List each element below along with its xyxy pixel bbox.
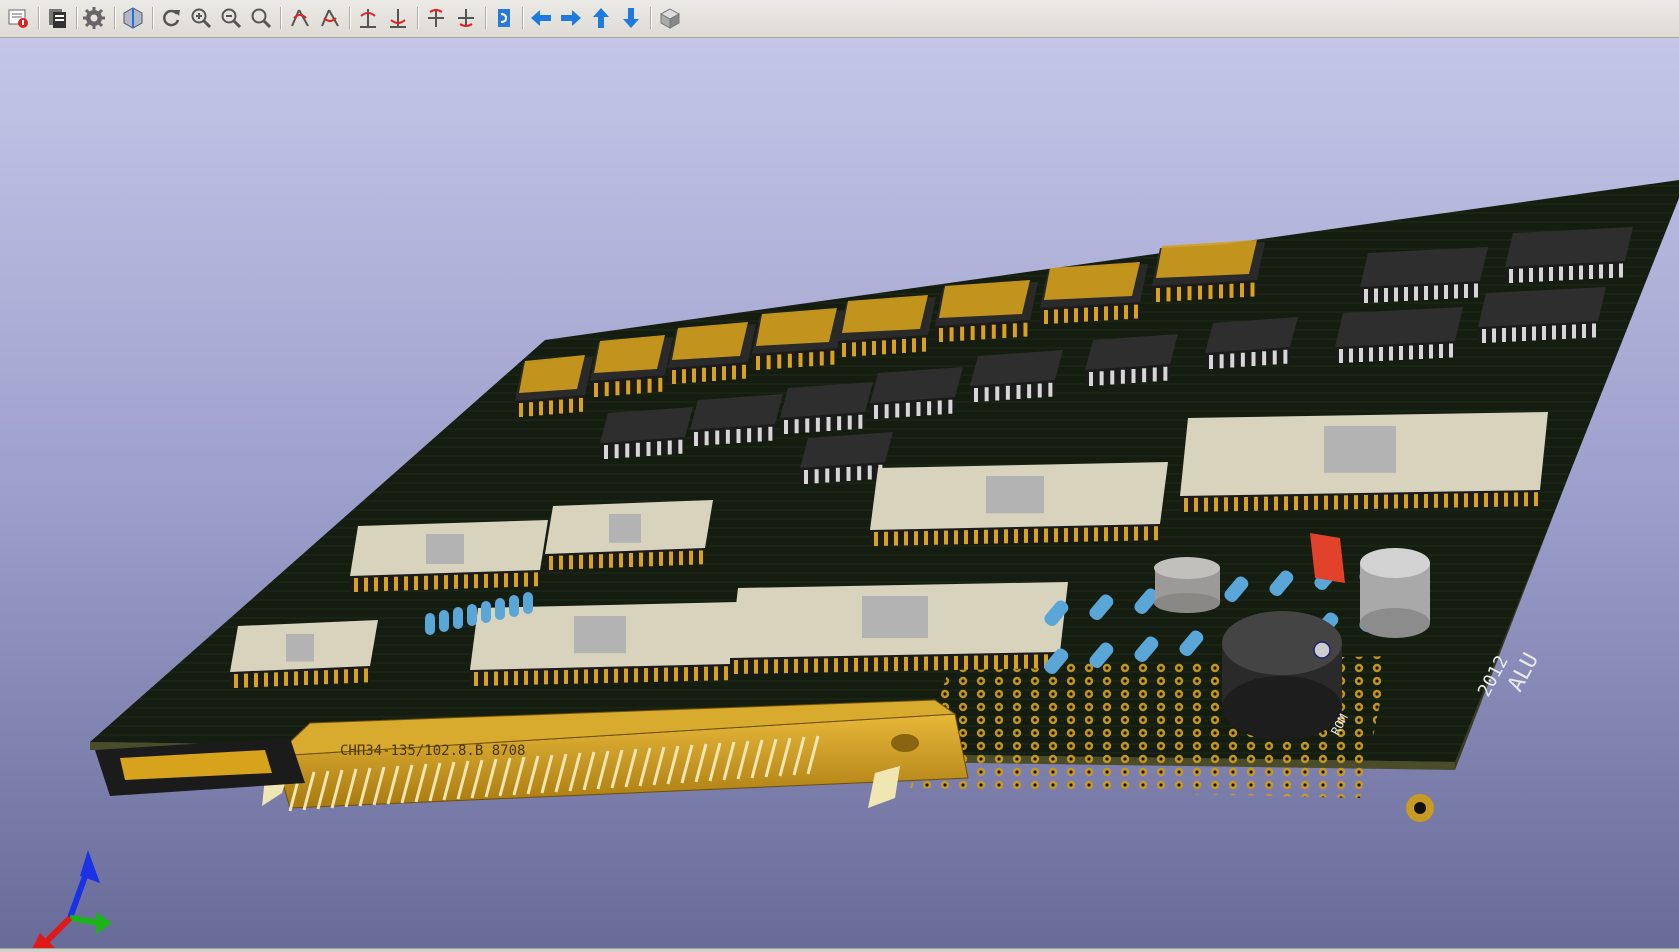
gear-icon[interactable] <box>80 4 108 32</box>
3d-viewport[interactable]: СНП34-135/102.8.В 8708 ALU 2012 ROM <box>0 38 1679 948</box>
resistor <box>523 592 533 614</box>
resistor <box>481 601 491 623</box>
zoom-out-icon[interactable] <box>217 4 245 32</box>
red-led <box>1310 533 1345 583</box>
copy-image-icon[interactable] <box>43 4 71 32</box>
resistor <box>1044 600 1069 626</box>
black-dip-chip <box>1085 334 1178 386</box>
transistor-can <box>1154 557 1220 613</box>
black-dip-chip <box>1478 287 1606 343</box>
connector-label: СНП34-135/102.8.В 8708 <box>340 743 525 759</box>
rotate-z-cw-icon[interactable] <box>422 4 450 32</box>
resistor <box>439 610 449 632</box>
status-bar <box>0 948 1679 952</box>
axis-gizmo <box>32 850 112 948</box>
black-dip-chip <box>1335 307 1463 363</box>
zoom-fit-icon[interactable] <box>247 4 275 32</box>
black-dip-chip <box>1505 227 1633 283</box>
ortho-view-icon[interactable] <box>656 4 684 32</box>
resistor <box>467 604 477 626</box>
refresh-icon[interactable] <box>157 4 185 32</box>
black-dip-chip <box>870 367 963 419</box>
resistor <box>495 598 505 620</box>
zoom-in-icon[interactable] <box>187 4 215 32</box>
arrow-left-icon[interactable] <box>527 4 555 32</box>
arrow-up-icon[interactable] <box>587 4 615 32</box>
rotate-x-ccw-icon[interactable] <box>316 4 344 32</box>
rotate-z-ccw-icon[interactable] <box>452 4 480 32</box>
rotate-y-cw-icon[interactable] <box>354 4 382 32</box>
resistor <box>1089 642 1114 668</box>
buzzer <box>1222 611 1342 740</box>
black-dip-chip <box>800 432 893 484</box>
resistor <box>1134 588 1159 614</box>
flip-board-icon[interactable] <box>490 4 518 32</box>
resistor <box>1044 648 1069 674</box>
ceramic-dip-chip <box>870 462 1168 546</box>
electrolytic-capacitor <box>1360 548 1430 638</box>
black-dip-chip <box>970 350 1063 402</box>
silk-alu: ALU <box>1503 649 1544 696</box>
arrow-right-icon[interactable] <box>557 4 585 32</box>
resistor <box>1089 594 1114 620</box>
reload-board-icon[interactable] <box>4 4 32 32</box>
resistor <box>1134 636 1159 662</box>
black-dip-chip <box>600 407 693 459</box>
black-dip-chip <box>1360 247 1488 303</box>
resistor <box>453 607 463 629</box>
resistor <box>425 613 435 635</box>
resistor <box>1224 576 1249 602</box>
edge-connector: СНП34-135/102.8.В 8708 <box>262 699 969 812</box>
black-dip-chip <box>1205 317 1298 369</box>
pcb-3d-render[interactable]: СНП34-135/102.8.В 8708 ALU 2012 ROM <box>0 38 1679 948</box>
black-dip-chip <box>690 394 783 446</box>
rotate-y-ccw-icon[interactable] <box>384 4 412 32</box>
black-dip-chip <box>780 382 873 434</box>
toolbar <box>0 0 1679 38</box>
resistor <box>509 595 519 617</box>
raytrace-icon[interactable] <box>119 4 147 32</box>
resistor <box>1179 630 1204 656</box>
ribbon-header <box>95 738 305 796</box>
arrow-down-icon[interactable] <box>617 4 645 32</box>
resistor <box>1269 570 1294 596</box>
rotate-x-cw-icon[interactable] <box>286 4 314 32</box>
